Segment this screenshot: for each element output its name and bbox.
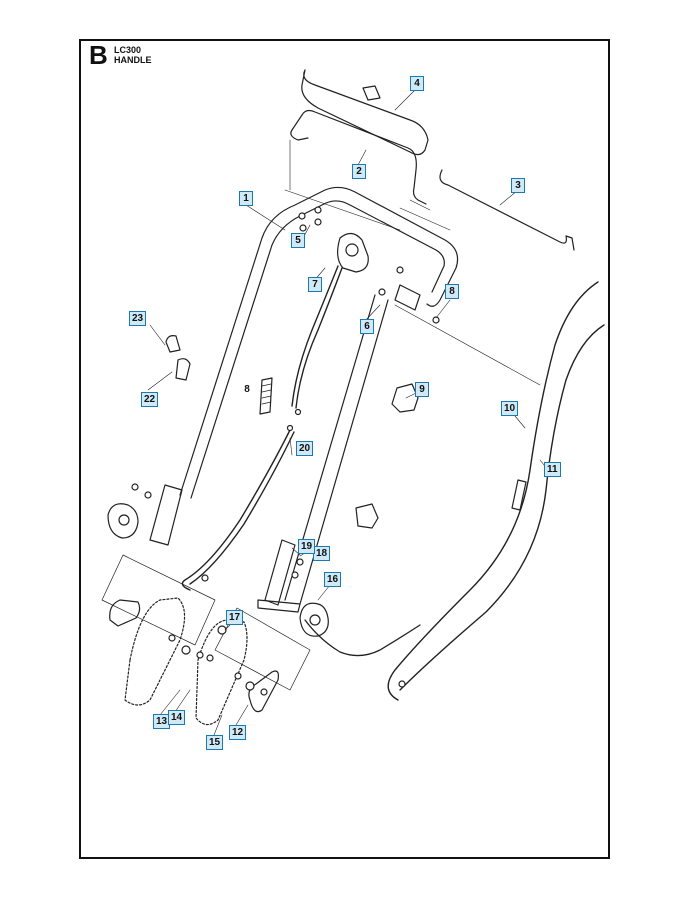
adjust-lever — [109, 599, 141, 627]
model-name: LC300 — [114, 45, 142, 55]
control-hub — [345, 243, 359, 257]
alignment-line — [284, 139, 451, 231]
callout-22: 22 — [141, 392, 159, 407]
cable-clip-lower — [355, 503, 379, 529]
cable-grip-ribs — [261, 383, 272, 405]
side-rod — [439, 169, 575, 251]
callout-14: 14 — [168, 710, 186, 725]
page-frame — [79, 39, 610, 859]
main-handle-tube — [179, 186, 459, 496]
left-knob-center — [118, 514, 130, 526]
lower-right-bracket — [264, 539, 296, 606]
callout-18: 18 — [313, 546, 331, 561]
long-cable-10 — [387, 281, 599, 701]
assembly-title: HANDLE — [114, 55, 152, 65]
right-handle-knob — [299, 602, 329, 637]
callout-9: 9 — [415, 382, 429, 397]
grip-bar-clip — [362, 85, 381, 101]
callout-15: 15 — [206, 735, 224, 750]
adjust-plate-outer — [124, 597, 186, 706]
fasteners — [131, 206, 440, 688]
bail-bar-hook — [290, 129, 309, 141]
callout-5: 5 — [291, 233, 305, 248]
alignment-line — [394, 304, 541, 386]
callout-16: 16 — [324, 572, 342, 587]
callout-8-cable-grip: 8 — [244, 384, 250, 395]
callout-12: 12 — [229, 725, 247, 740]
section-letter: B — [89, 40, 108, 70]
cable-clip-upper — [391, 383, 419, 413]
adjust-plate-inner — [195, 619, 248, 726]
callout-19: 19 — [298, 539, 316, 554]
leader-lines — [147, 89, 549, 736]
lower-right-tube-end — [257, 599, 301, 613]
cable-to-handle — [304, 619, 421, 657]
main-handle-tube-inner — [190, 200, 445, 499]
control-lever — [337, 232, 369, 273]
callout-1: 1 — [239, 191, 253, 206]
callout-3: 3 — [511, 178, 525, 193]
left-handle-knob — [107, 503, 139, 539]
right-plate-frame — [214, 607, 311, 691]
cable-guide — [175, 358, 191, 381]
hook-clip — [165, 335, 181, 353]
callout-4: 4 — [410, 76, 424, 91]
callout-11: 11 — [544, 462, 561, 477]
right-knob-center — [309, 614, 321, 626]
upper-right-tube — [394, 284, 421, 311]
callout-6: 6 — [360, 319, 374, 334]
callout-10: 10 — [501, 401, 519, 416]
callout-7: 7 — [308, 277, 322, 292]
control-cable-2 — [291, 265, 339, 407]
cable-sleeve — [511, 479, 527, 511]
callout-20: 20 — [296, 441, 314, 456]
lower-cable-2 — [189, 431, 295, 585]
top-grip-bar — [301, 69, 429, 156]
control-cable — [295, 267, 343, 409]
long-cable-11 — [399, 324, 605, 691]
cable-grip — [259, 377, 273, 415]
callout-17: 17 — [226, 610, 244, 625]
callout-23: 23 — [129, 311, 147, 326]
callout-2: 2 — [352, 164, 366, 179]
lower-cable — [181, 429, 291, 591]
bail-bar — [291, 109, 427, 205]
plate-hardware — [168, 625, 268, 696]
adjust-plate-frame — [101, 554, 216, 646]
lower-left-bracket — [149, 484, 183, 546]
callout-8: 8 — [445, 284, 459, 299]
